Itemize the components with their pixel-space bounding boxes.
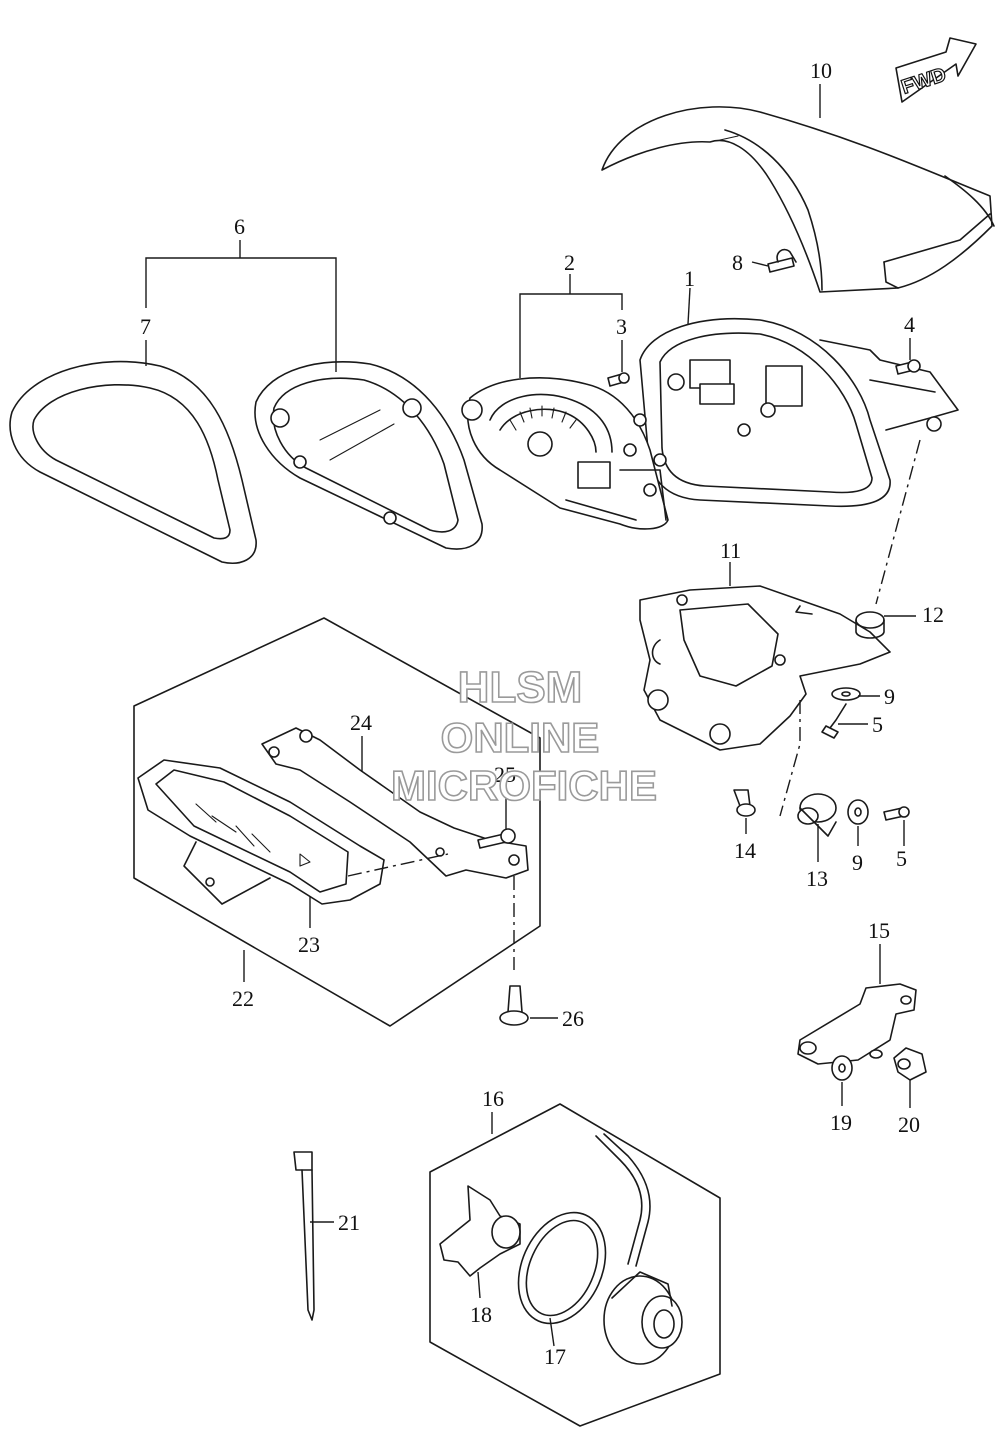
assembly-line-25 bbox=[347, 853, 449, 877]
callout-9-upper: 9 bbox=[884, 684, 895, 709]
part-18-bulb bbox=[439, 1185, 521, 1277]
callout-12: 12 bbox=[922, 602, 944, 627]
part-15-bracket bbox=[797, 983, 917, 1065]
watermark: HLSM ONLINE MICROFICHE bbox=[390, 662, 658, 810]
callout-7: 7 bbox=[140, 314, 151, 339]
part-9-washer-upper bbox=[831, 687, 861, 701]
part-5-screw-lower bbox=[883, 806, 910, 821]
callout-5-lower: 5 bbox=[896, 846, 907, 871]
callout-numbers: 10 8 1 2 3 4 6 7 11 12 9 5 14 13 9 5 24 … bbox=[140, 58, 944, 1369]
part-4-screw bbox=[895, 359, 921, 375]
callout-8: 8 bbox=[732, 250, 743, 275]
callout-3: 3 bbox=[616, 314, 627, 339]
fwd-arrow-icon: FWD bbox=[895, 37, 977, 103]
callout-22: 22 bbox=[232, 986, 254, 1011]
callout-13: 13 bbox=[806, 866, 828, 891]
part-19-washer bbox=[831, 1055, 853, 1081]
watermark-line-1: HLSM bbox=[458, 663, 583, 712]
part-14-bolt bbox=[733, 789, 756, 817]
callout-23: 23 bbox=[298, 932, 320, 957]
callout-4: 4 bbox=[904, 312, 915, 337]
part-8-screw bbox=[767, 248, 797, 273]
part-6-meter-lens bbox=[254, 361, 483, 550]
callout-9-lower: 9 bbox=[852, 850, 863, 875]
part-20-clamp bbox=[893, 1047, 927, 1081]
watermark-line-2: ONLINE bbox=[441, 714, 600, 761]
callout-11: 11 bbox=[720, 538, 741, 563]
callout-19: 19 bbox=[830, 1110, 852, 1135]
part-1-meter-case bbox=[639, 317, 959, 508]
assembly-line-12 bbox=[875, 439, 921, 605]
callout-17: 17 bbox=[544, 1344, 566, 1369]
callout-14: 14 bbox=[734, 838, 756, 863]
part-22-kit-boundary bbox=[133, 617, 541, 1027]
callout-10: 10 bbox=[810, 58, 832, 83]
callout-20: 20 bbox=[898, 1112, 920, 1137]
watermark-line-3: MICROFICHE bbox=[391, 762, 657, 809]
part-23-indicator-lamp bbox=[137, 759, 385, 905]
callout-24: 24 bbox=[350, 710, 372, 735]
part-24-indicator-bracket bbox=[261, 727, 529, 879]
part-10-meter-cover bbox=[601, 106, 995, 293]
part-17-o-ring bbox=[517, 1211, 607, 1325]
part-11-meter-bracket bbox=[639, 585, 891, 751]
assembly-line-13 bbox=[779, 700, 801, 817]
part-2-speedometer-assembly bbox=[461, 377, 669, 530]
part-16-socket-wire bbox=[595, 1133, 683, 1365]
callout-16: 16 bbox=[482, 1086, 504, 1111]
part-25-screw bbox=[477, 828, 516, 849]
part-13-grommet bbox=[797, 793, 837, 837]
callout-1: 1 bbox=[684, 266, 695, 291]
part-5-screw-upper bbox=[821, 703, 847, 739]
part-7-bezel-ring bbox=[9, 360, 257, 564]
part-12-grommet bbox=[855, 611, 885, 639]
callout-5-upper: 5 bbox=[872, 712, 883, 737]
callout-15: 15 bbox=[868, 918, 890, 943]
part-16-kit-boundary bbox=[429, 1103, 721, 1427]
part-3-screw bbox=[607, 372, 630, 387]
callout-18: 18 bbox=[470, 1302, 492, 1327]
leader-lines bbox=[145, 84, 916, 1347]
part-21-cable-tie bbox=[293, 1151, 315, 1321]
part-26-screw bbox=[499, 985, 529, 1026]
part-9-washer-lower bbox=[847, 799, 869, 825]
callout-6: 6 bbox=[234, 214, 245, 239]
callout-25: 25 bbox=[494, 762, 516, 787]
callout-26: 26 bbox=[562, 1006, 584, 1031]
callout-2: 2 bbox=[564, 250, 575, 275]
callout-21: 21 bbox=[338, 1210, 360, 1235]
